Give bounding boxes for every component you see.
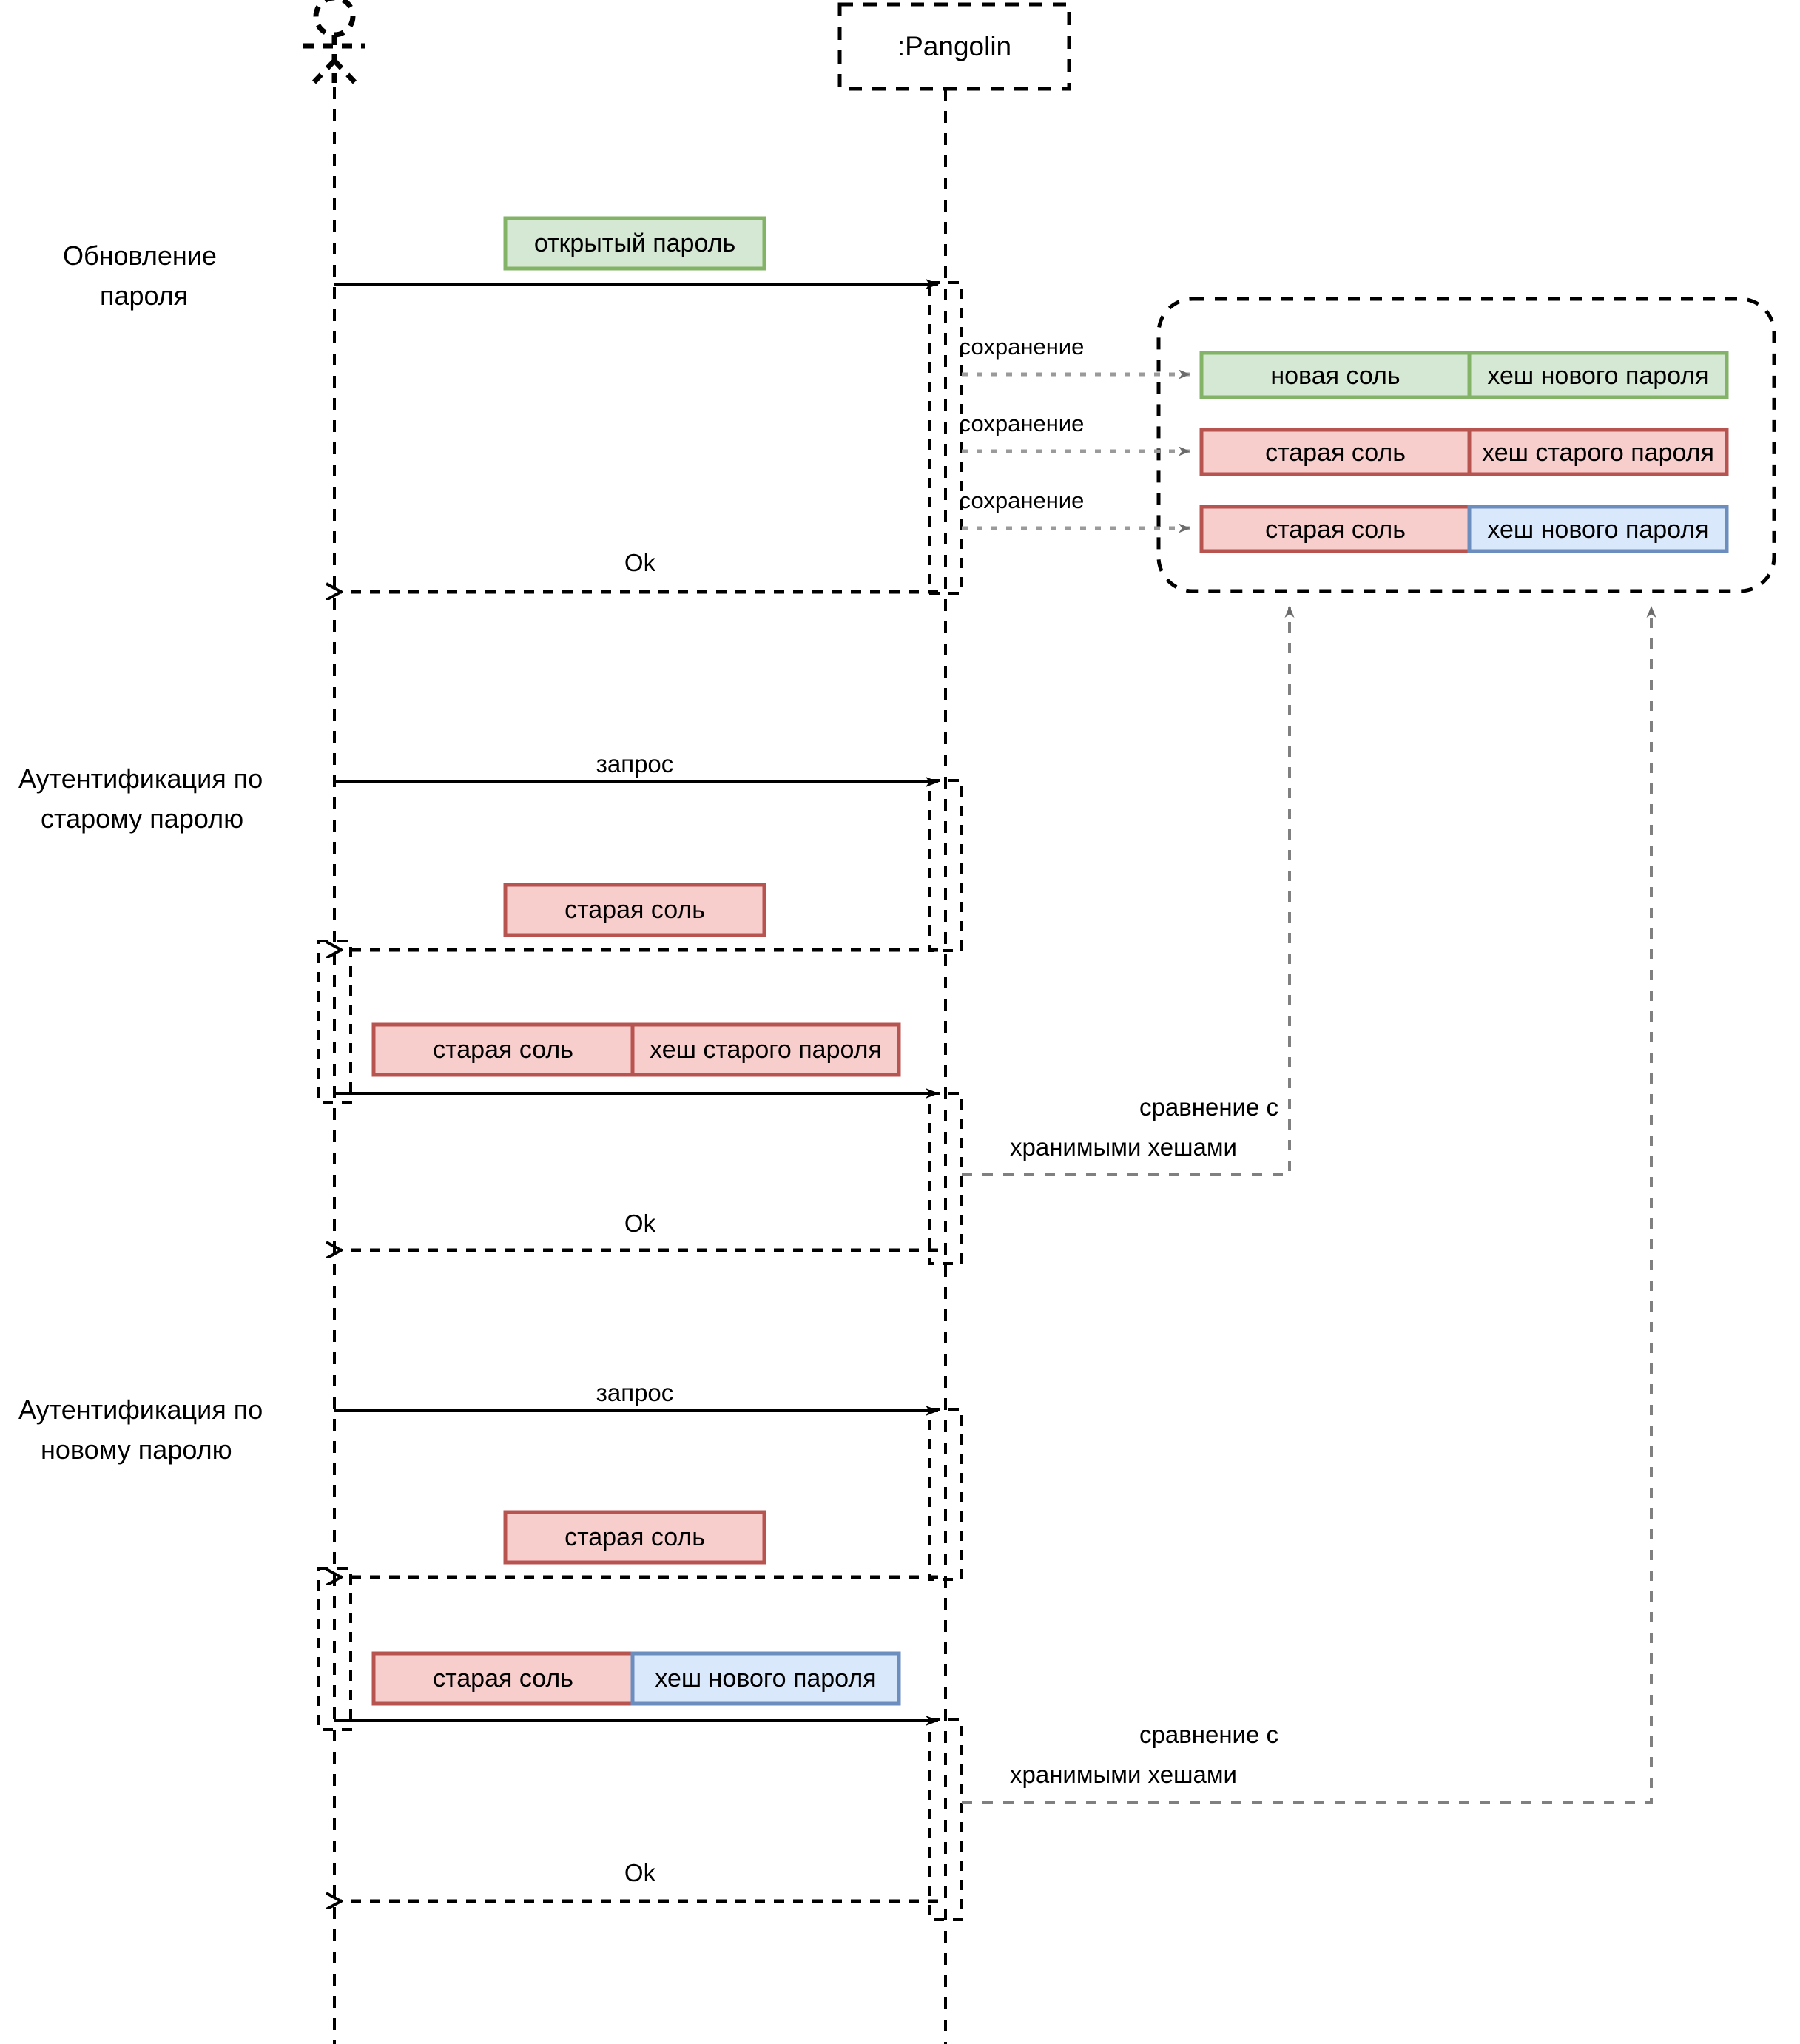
data-box-old-salt-b-label: старая соль xyxy=(564,1523,705,1551)
phase-auth-new-line2: новому паролю xyxy=(41,1434,232,1465)
compare-note-1-line1: сравнение с xyxy=(1139,1093,1278,1121)
phase-label-update: Обновление пароля xyxy=(63,240,217,311)
compare-note-2-line2: хранимыми хешами xyxy=(1010,1761,1237,1788)
save-label-1: сохранение xyxy=(960,334,1085,360)
pangolin-object-box xyxy=(837,2,1071,91)
data-box-open-password-label: открытый пароль xyxy=(534,229,735,257)
data-box-new-pair-cell-left xyxy=(371,1651,635,1706)
phase-auth-old-line1: Аутентификация по xyxy=(18,763,263,794)
pangolin-activation-2 xyxy=(928,779,963,952)
stored-row-2-right-cell xyxy=(1467,428,1729,476)
stored-row-2-left-label: старая соль xyxy=(1265,439,1406,467)
data-box-old-salt-b: старая соль xyxy=(503,1510,766,1565)
data-box-new-pair: старая соль хеш нового пароля xyxy=(371,1651,901,1706)
compare-note-2-line1: сравнение с xyxy=(1139,1721,1278,1748)
pangolin-activation-3 xyxy=(928,1092,963,1265)
stored-row-3-left-cell xyxy=(1199,505,1472,553)
data-box-new-pair-left-label: старая соль xyxy=(433,1664,573,1693)
phase-auth-new-line1: Аутентификация по xyxy=(18,1394,263,1425)
compare-connector-1 xyxy=(962,606,1295,1176)
stored-row-1-left-cell xyxy=(1199,351,1472,399)
phase-update-line1: Обновление xyxy=(63,240,217,271)
phase-auth-old-line2: старому паролю xyxy=(41,803,243,834)
data-box-open-password: открытый пароль xyxy=(503,216,766,271)
stored-row-1-right-label: хеш нового пароля xyxy=(1487,362,1708,390)
pangolin-label: :Pangolin xyxy=(897,31,1011,61)
message-ok-3-label: Ok xyxy=(624,1859,656,1886)
stored-row-2: сохранение старая соль хеш старого парол… xyxy=(960,411,1729,476)
stored-row-3: сохранение старая соль хеш нового пароля xyxy=(960,488,1729,553)
save-label-3: сохранение xyxy=(960,488,1085,513)
stored-row-2-right-label: хеш старого пароля xyxy=(1482,439,1714,467)
pangolin-activation-1 xyxy=(928,281,963,595)
data-box-new-pair-cell-right xyxy=(630,1651,901,1706)
stored-row-3-left-label: старая соль xyxy=(1265,516,1406,544)
data-box-old-pair-left-label: старая соль xyxy=(433,1036,573,1064)
phase-update-line2: пароля xyxy=(100,280,188,311)
stored-row-3-right-cell xyxy=(1467,505,1729,553)
data-box-old-pair: старая соль хеш старого пароля xyxy=(371,1022,901,1077)
stored-row-1: сохранение новая соль хеш нового пароля xyxy=(960,334,1729,399)
compare-connector-2 xyxy=(962,606,1656,1804)
stored-row-1-left-label: новая соль xyxy=(1270,362,1400,390)
data-box-old-pair-right-label: хеш старого пароля xyxy=(650,1036,882,1064)
pangolin-activation-4 xyxy=(928,1408,963,1581)
stored-hashes-region xyxy=(1156,297,1776,593)
compare-note-2: сравнение с хранимыми хешами xyxy=(1010,1721,1278,1788)
stored-row-1-right-cell xyxy=(1467,351,1729,399)
stored-row-2-left-cell xyxy=(1199,428,1472,476)
compare-note-1: сравнение с хранимыми хешами xyxy=(1010,1093,1278,1161)
message-request-1-label: запрос xyxy=(596,750,674,778)
save-label-2: сохранение xyxy=(960,411,1085,436)
phase-label-auth-new: Аутентификация по новому паролю xyxy=(18,1394,263,1465)
message-ok-2-label: Ok xyxy=(624,1210,656,1237)
message-request-2-label: запрос xyxy=(596,1379,674,1406)
phase-label-auth-old: Аутентификация по старому паролю xyxy=(18,763,263,834)
message-ok-1-label: Ok xyxy=(624,549,656,576)
actor-lifeline-head xyxy=(303,0,365,90)
data-box-old-salt-a-label: старая соль xyxy=(564,896,705,924)
stored-row-3-right-label: хеш нового пароля xyxy=(1487,516,1708,544)
data-box-old-salt-a: старая соль xyxy=(503,883,766,937)
compare-note-1-line2: хранимыми хешами xyxy=(1010,1133,1237,1161)
data-box-new-pair-right-label: хеш нового пароля xyxy=(655,1664,876,1693)
data-box-old-pair-cell-right xyxy=(630,1022,901,1077)
